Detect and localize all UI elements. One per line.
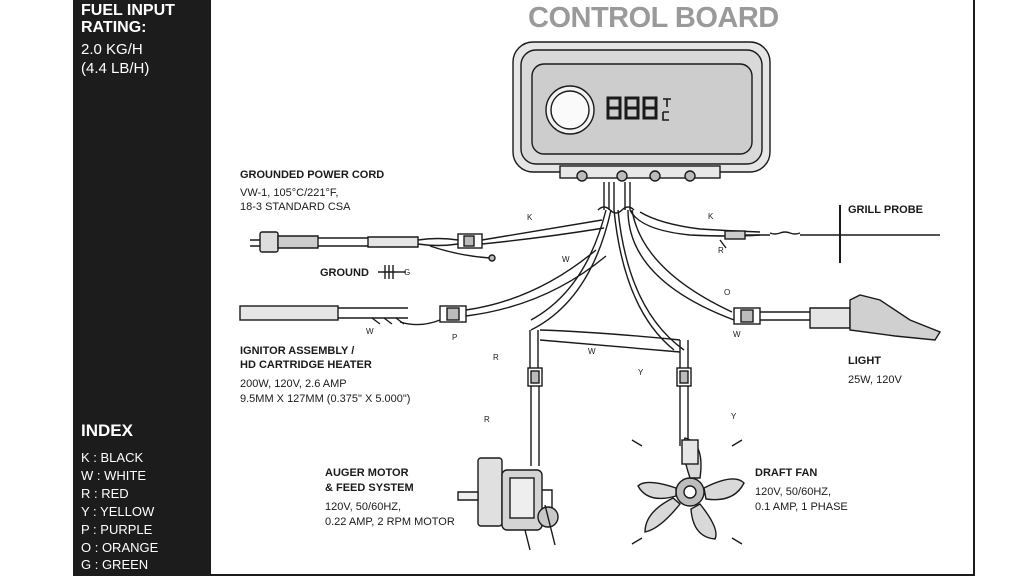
power-cord-graphic xyxy=(250,219,605,262)
ground-symbol-icon xyxy=(378,265,406,279)
fan-connector xyxy=(676,340,692,446)
index-item: R : RED xyxy=(81,485,129,501)
wire-tag-auger-r2: R xyxy=(484,415,490,424)
power-cord-title: GROUNDED POWER CORD xyxy=(240,169,385,181)
power-cord-spec-line1: VW-1, 105°C/221°F, xyxy=(240,187,339,199)
wire-tag-light-w: W xyxy=(733,330,741,339)
wire-tag-cord-k: K xyxy=(527,213,533,222)
light-spec: 25W, 120V xyxy=(848,374,902,386)
ignitor-spec-line2: 9.5MM X 127MM (0.375" X 5.000") xyxy=(240,393,411,405)
ignitor-spec-line1: 200W, 120V, 2.6 AMP xyxy=(240,378,347,390)
wire-tag-ign-p: P xyxy=(452,333,458,342)
wire-tag-light-o: O xyxy=(724,288,731,297)
auger-title-line2: & FEED SYSTEM xyxy=(325,482,414,494)
index-list: K : BLACK W : WHITE R : RED Y : YELLOW P… xyxy=(81,449,158,574)
fuel-rating-value-kg: 2.0 KG/H xyxy=(81,41,143,58)
index-item: P : PURPLE xyxy=(81,521,153,537)
wire-tag-fan-y1: Y xyxy=(638,368,644,377)
index-item: K : BLACK xyxy=(81,450,144,465)
auger-spec-line1: 120V, 50/60HZ, xyxy=(325,501,402,513)
ignitor-title-line1: IGNITOR ASSEMBLY / xyxy=(240,345,355,357)
draft-fan-spec-line2: 0.1 AMP, 1 PHASE xyxy=(755,501,848,513)
light-title: LIGHT xyxy=(848,355,881,367)
ignitor-graphic xyxy=(239,249,607,326)
wire-tag-probe-r: R xyxy=(718,246,724,255)
wire-tag-center-w: W xyxy=(588,347,596,356)
fuel-rating-value-lb: (4.4 LB/H) xyxy=(81,60,150,77)
auger-spec-line2: 0.22 AMP, 2 RPM MOTOR xyxy=(325,516,455,528)
draft-fan-graphic xyxy=(631,437,745,545)
ground-label: GROUND xyxy=(320,267,369,279)
diagram-frame xyxy=(211,0,975,576)
wire-tag-probe-k: K xyxy=(708,212,714,221)
control-board-graphic xyxy=(512,41,771,182)
wire-tag-auger-r1: R xyxy=(493,353,499,362)
control-board-title: CONTROL BOARD xyxy=(528,2,779,34)
index-title: INDEX xyxy=(81,421,133,440)
wire-tag-fan-y2: Y xyxy=(731,412,737,421)
digital-display-icon xyxy=(606,96,658,120)
index-item: W : WHITE xyxy=(81,467,146,483)
index-item: O : ORANGE xyxy=(81,539,159,555)
auger-connector xyxy=(527,330,543,466)
wire-tag-ign-w: W xyxy=(366,327,374,336)
auger-title-line1: AUGER MOTOR xyxy=(325,467,409,479)
fuel-rating-title-line1: FUEL INPUT xyxy=(81,2,175,19)
ignitor-title-line2: HD CARTRIDGE HEATER xyxy=(240,359,372,371)
light-graphic xyxy=(627,209,942,341)
power-cord-spec-line2: 18-3 STANDARD CSA xyxy=(240,201,351,213)
grill-probe-label: GRILL PROBE xyxy=(848,204,923,216)
draft-fan-spec-line1: 120V, 50/60HZ, xyxy=(755,486,832,498)
grill-probe-graphic xyxy=(629,205,940,263)
sidebar-panel xyxy=(73,0,211,576)
draft-fan-title: DRAFT FAN xyxy=(755,467,818,479)
wire-tag-cord-w: W xyxy=(562,255,570,264)
auger-motor-graphic xyxy=(457,457,559,551)
index-item: Y : YELLOW xyxy=(81,503,155,519)
index-item: G : GREEN xyxy=(81,557,149,573)
fuel-rating-title-line2: RATING: xyxy=(81,19,147,36)
wire-tag-ground-g: G xyxy=(404,268,411,277)
